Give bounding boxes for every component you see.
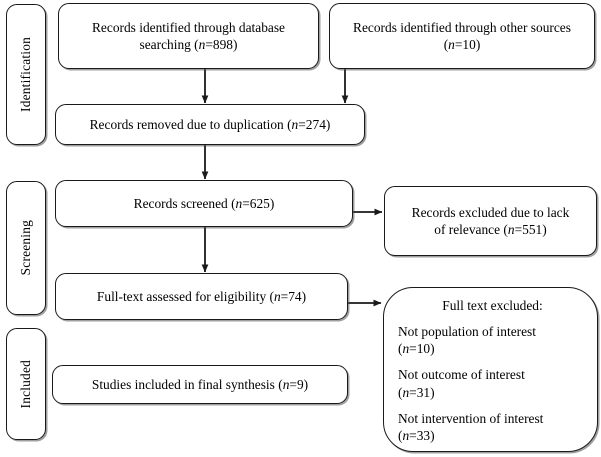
box-other-line2-prefix: ( (443, 37, 449, 52)
box-included-suffix: =9) (289, 376, 309, 392)
box-included-prefix: Studies included in final synthesis ( (91, 376, 283, 392)
fulltext-excluded-heading: Full text excluded: (442, 298, 543, 313)
fulltext-excluded-item: Not outcome of interest (n=31) (398, 366, 587, 400)
box-fulltext-n-symbol: n (273, 288, 281, 304)
fulltext-excluded-n-symbol: n (402, 427, 410, 443)
box-duplicates-suffix: =274) (298, 116, 331, 132)
fulltext-excluded-n-prefix: ( (398, 341, 403, 357)
box-studies-included-final-synthesis: Studies included in final synthesis (n=9… (52, 365, 348, 404)
fulltext-excluded-n-prefix: ( (398, 427, 403, 443)
box-other-n-symbol: n (448, 37, 455, 52)
fulltext-excluded-n-suffix: =10) (409, 341, 435, 357)
box-database-line2-suffix: =898) (205, 37, 238, 52)
fulltext-excluded-n-suffix: =31) (409, 384, 435, 400)
box-other-line2-suffix: =10) (454, 37, 481, 52)
fulltext-excluded-reason: Not population of interest (398, 324, 536, 340)
box-excluded-line2-prefix: of relevance ( (434, 222, 508, 237)
stage-label-included-text: Included (18, 359, 33, 409)
fulltext-excluded-n-prefix: ( (398, 384, 403, 400)
fulltext-excluded-n-symbol: n (402, 384, 410, 400)
box-fulltext-excluded-reasons: Full text excluded: Not population of in… (383, 287, 598, 452)
box-records-identified-database: Records identified through database sear… (58, 3, 319, 69)
fulltext-excluded-n-suffix: =33) (409, 427, 435, 443)
box-fulltext-assessed-eligibility: Full-text assessed for eligibility (n=74… (55, 273, 348, 320)
box-database-n-symbol: n (198, 37, 206, 52)
box-database-line1: Records identified through database (92, 19, 285, 35)
box-records-identified-other-sources: Records identified through other sources… (329, 3, 595, 69)
box-records-excluded-relevance: Records excluded due to lack of relevanc… (384, 186, 597, 256)
stage-label-screening: Screening (6, 181, 46, 315)
box-other-line1: Records identified through other sources (353, 19, 571, 35)
box-included-n-symbol: n (282, 376, 290, 392)
stage-label-identification-text: Identification (18, 37, 33, 112)
box-excluded-line2-suffix: =551) (514, 222, 547, 237)
fulltext-excluded-n-symbol: n (402, 341, 410, 357)
stage-label-included: Included (6, 328, 46, 440)
box-screened-suffix: =625) (242, 195, 275, 211)
box-duplicates-prefix: Records removed due to duplication ( (89, 116, 292, 132)
box-duplicates-n-symbol: n (291, 116, 299, 132)
fulltext-excluded-item: Not population of interest (n=10) (398, 323, 587, 357)
box-excluded-n-symbol: n (507, 222, 515, 237)
box-screened-prefix: Records screened ( (133, 195, 236, 211)
stage-label-identification: Identification (6, 4, 46, 145)
fulltext-excluded-item: Not intervention of interest (n=33) (398, 410, 587, 444)
box-records-removed-duplication: Records removed due to duplication (n=27… (55, 104, 365, 145)
fulltext-excluded-reason: Not outcome of interest (398, 367, 525, 383)
box-database-line2-prefix: searching ( (139, 37, 199, 52)
box-records-screened: Records screened (n=625) (55, 180, 353, 227)
stage-label-screening-text: Screening (18, 220, 33, 276)
box-excluded-line1: Records excluded due to lack (411, 204, 570, 220)
fulltext-excluded-reason: Not intervention of interest (398, 410, 544, 426)
box-fulltext-suffix: =74) (280, 288, 307, 304)
box-screened-n-symbol: n (235, 195, 243, 211)
box-fulltext-prefix: Full-text assessed for eligibility ( (96, 288, 274, 304)
